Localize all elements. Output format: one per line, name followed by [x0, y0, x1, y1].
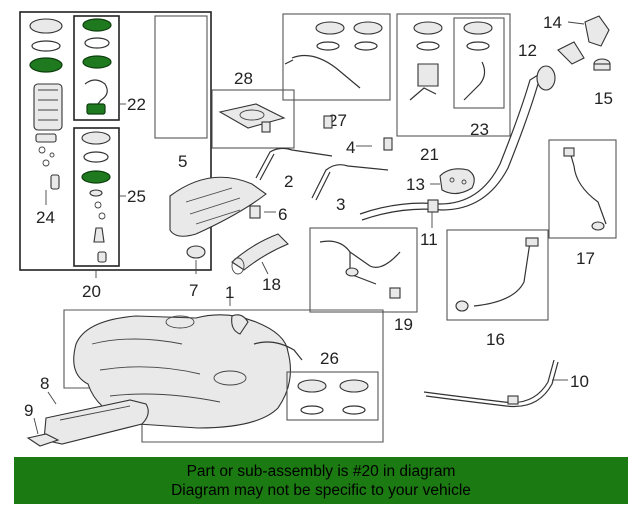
- callout-2: 2: [284, 172, 293, 191]
- callout-8: 8: [40, 374, 49, 393]
- grommet-7[interactable]: [186, 245, 206, 259]
- callout-26: 26: [320, 349, 339, 368]
- callout-11: 11: [420, 230, 438, 249]
- callout-16: 16: [486, 330, 505, 349]
- heat-shield-13[interactable]: [439, 168, 475, 195]
- assembly-20-group[interactable]: 24 22 25 20: [19, 11, 212, 301]
- clip-9[interactable]: [26, 433, 60, 447]
- skid-plate-8[interactable]: [43, 399, 149, 445]
- heat-shield-5[interactable]: [169, 176, 267, 237]
- gasket-plate-28[interactable]: [211, 89, 295, 149]
- callout-9: 9: [24, 401, 33, 420]
- banner-line-2: Diagram may not be specific to your vehi…: [171, 482, 471, 499]
- bracket-12[interactable]: [557, 41, 585, 65]
- drain-pipe-10[interactable]: [423, 359, 559, 408]
- fuel-tank-1[interactable]: [63, 292, 384, 443]
- callout-14: 14: [543, 13, 562, 32]
- callout-19: 19: [394, 315, 413, 334]
- cap-15[interactable]: [593, 58, 611, 71]
- callout-1: 1: [225, 283, 234, 302]
- fuel-gauge-21[interactable]: [396, 13, 511, 137]
- banner-line-1: Part or sub-assembly is #20 in diagram: [186, 463, 456, 480]
- fuel-pump-22[interactable]: [82, 18, 112, 115]
- callout-5: 5: [178, 152, 187, 171]
- fuel-pump-kit-25[interactable]: [81, 131, 111, 263]
- fuel-sensor-16[interactable]: [446, 229, 549, 321]
- callout-25: 25: [127, 187, 146, 206]
- callout-12: 12: [518, 41, 537, 60]
- callout-3: 3: [336, 195, 345, 214]
- callout-20: 20: [82, 282, 101, 301]
- callout-18: 18: [262, 275, 281, 294]
- callout-10: 10: [570, 372, 589, 391]
- callout-27: 27: [328, 111, 347, 130]
- callout-6: 6: [278, 205, 287, 224]
- bolt-6[interactable]: [249, 205, 261, 219]
- callout-22: 22: [127, 95, 146, 114]
- info-banner: Part or sub-assembly is #20 in diagram D…: [14, 457, 628, 504]
- fuel-cap-14[interactable]: [584, 15, 610, 47]
- strap-2[interactable]: [255, 147, 333, 181]
- callout-15: 15: [594, 89, 613, 108]
- seal-kit-26[interactable]: [286, 371, 379, 421]
- callout-21: 21: [420, 145, 439, 164]
- filler-hose-18[interactable]: [231, 233, 289, 275]
- fuel-line-27[interactable]: [282, 13, 391, 101]
- breather-tube-17[interactable]: [548, 139, 617, 239]
- callout-7: 7: [189, 281, 198, 300]
- filler-pipe-11[interactable]: [359, 65, 556, 221]
- callout-4: 4: [346, 138, 355, 157]
- strap-3[interactable]: [311, 164, 389, 201]
- callout-28: 28: [234, 69, 253, 88]
- bolt-4[interactable]: [323, 115, 393, 151]
- callout-17: 17: [576, 249, 595, 268]
- callout-23: 23: [470, 120, 489, 139]
- callout-24: 24: [36, 208, 55, 227]
- vent-pipe-19[interactable]: [309, 227, 418, 313]
- fuel-pump-module-24[interactable]: [29, 18, 63, 190]
- callout-13: 13: [406, 175, 425, 194]
